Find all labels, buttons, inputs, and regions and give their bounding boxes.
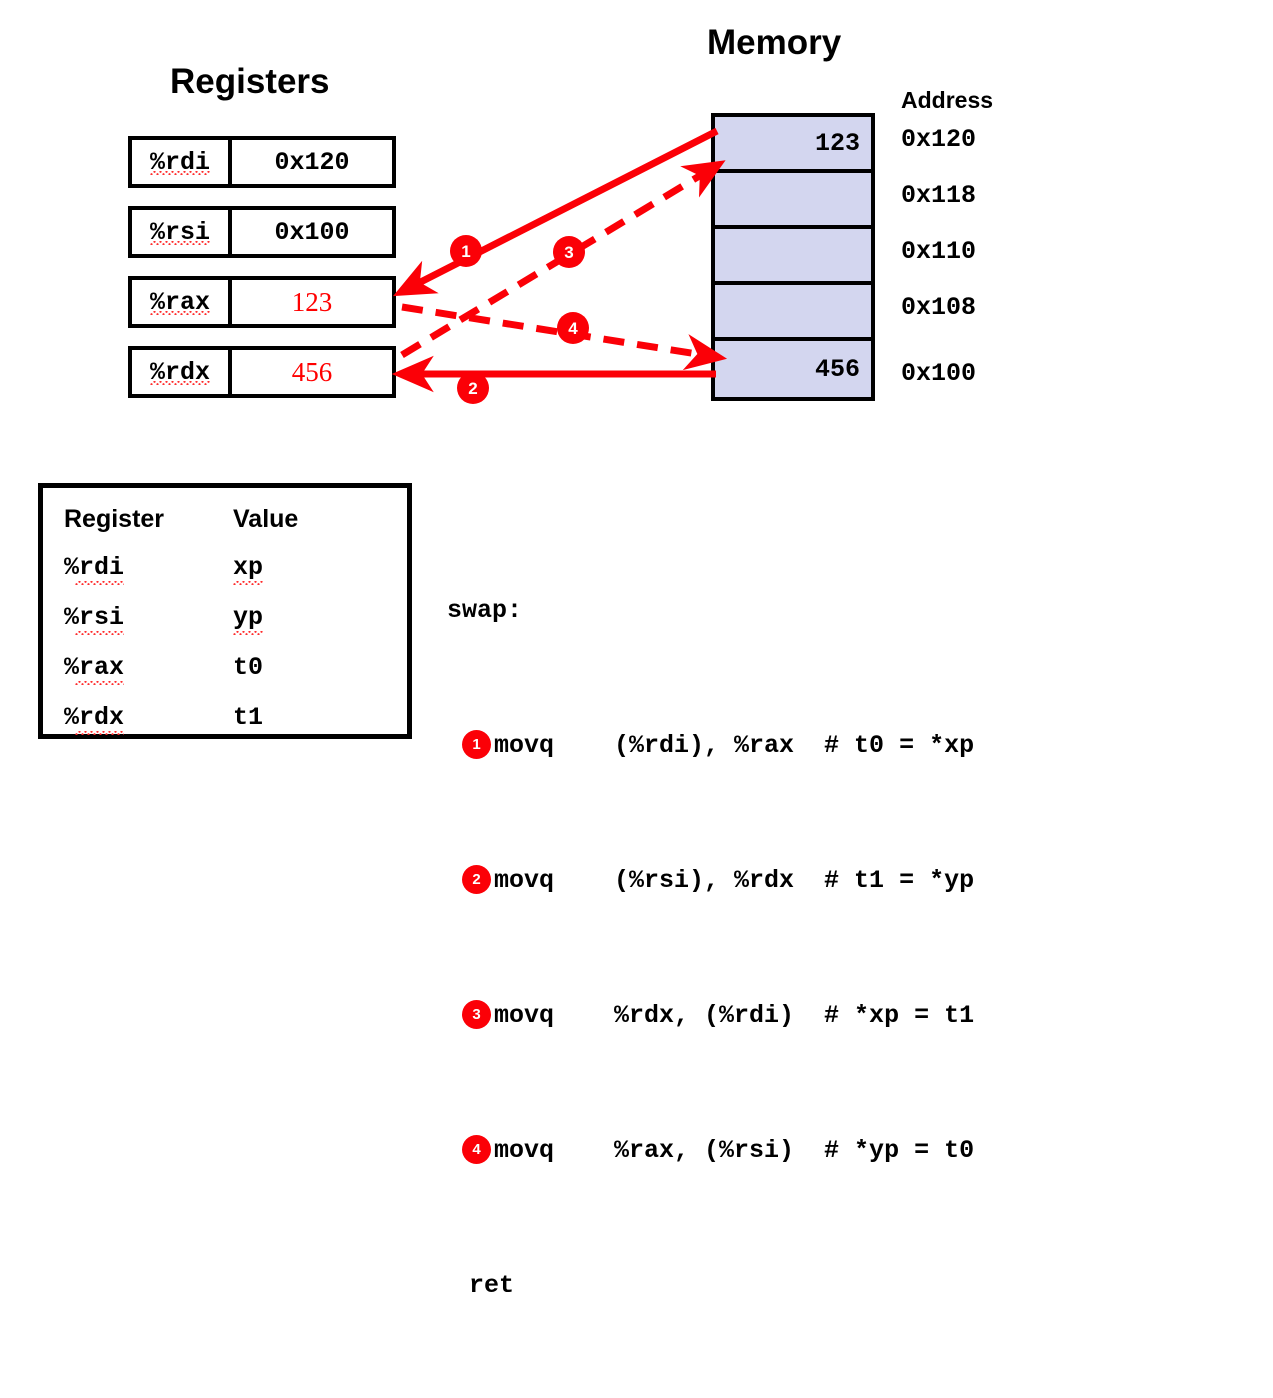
table-cell-register: %rdi [64,553,125,585]
memory-cell-0x120: 123 [715,117,871,173]
spellcheck-underline [75,580,125,585]
spellcheck-underline [75,680,125,685]
step-badge-1: 1 [450,235,482,267]
table-cell-value: t0 [233,652,264,682]
table-row: %rsi yp [43,592,407,642]
address-label-0x100: 0x100 [901,359,977,388]
code-text-ret: ret [469,1271,515,1300]
register-name-rax: %rax [132,280,232,324]
memory-cell-0x118 [715,173,871,229]
table-cell-value: xp [233,553,264,585]
spellcheck-underline [75,730,125,735]
table-header-row: Register Value [43,494,407,544]
spellcheck-underline [150,381,210,385]
table-row: %rdi xp [43,542,407,592]
code-line-4: 4 movq %rax, (%rsi) # *yp = t0 [447,1128,974,1173]
memory-cell-0x110 [715,229,871,285]
step-badge-3: 3 [553,236,585,268]
code-line-label: swap: [447,588,522,633]
code-text-3: movq %rdx, (%rdi) # *xp = t1 [494,1001,975,1030]
code-badge-4: 4 [462,1135,491,1164]
code-text-2: movq (%rsi), %rdx # t1 = *yp [494,866,975,895]
table-row: %rdx t1 [43,692,407,742]
spellcheck-underline [150,311,210,315]
spellcheck-underline [150,171,210,175]
code-text-4: movq %rax, (%rsi) # *yp = t0 [494,1136,975,1165]
table-cell-value: t1 [233,702,264,732]
address-column-header: Address [901,87,994,113]
register-value-rdi: 0x120 [274,147,350,177]
address-label-0x118: 0x118 [901,181,977,210]
page-title-memory: Memory [707,23,842,62]
register-name-rdx: %rdx [132,350,232,394]
register-row-rax: %rax 123 [128,276,396,328]
code-line-1: 1 movq (%rdi), %rax # t0 = *xp [447,723,974,768]
code-text-1: movq (%rdi), %rax # t0 = *xp [494,731,975,760]
register-row-rsi: %rsi 0x100 [128,206,396,258]
spellcheck-underline [150,241,210,245]
spellcheck-underline [233,580,264,585]
code-line-ret: ret [447,1263,514,1308]
table-cell-register: %rdx [64,703,125,735]
register-row-rdi: %rdi 0x120 [128,136,396,188]
register-row-rdx: %rdx 456 [128,346,396,398]
table-row: %rax t0 [43,642,407,692]
table-header-value: Value [233,504,299,533]
table-header-register: Register [64,504,165,533]
spellcheck-underline [233,630,264,635]
code-line-3: 3 movq %rdx, (%rdi) # *xp = t1 [447,993,974,1038]
register-value-rdx: 456 [291,356,333,387]
table-cell-register: %rax [64,653,125,685]
step-badge-4: 4 [557,312,589,344]
code-badge-3: 3 [462,1000,491,1029]
address-label-0x108: 0x108 [901,293,977,322]
table-cell-register: %rsi [64,603,125,635]
register-value-rax: 123 [291,286,333,317]
memory-cell-0x100: 456 [814,354,860,384]
step-badge-2: 2 [457,372,489,404]
memory-diagram: 123 456 [711,113,875,401]
address-label-0x110: 0x110 [901,237,977,266]
code-line-2: 2 movq (%rsi), %rdx # t1 = *yp [447,858,974,903]
memory-cell-0x108 [715,285,871,341]
register-name-rdi: %rdi [132,140,232,184]
code-badge-1: 1 [462,730,491,759]
table-cell-value: yp [233,603,264,635]
register-value-table: Register Value %rdi xp %rsi yp %rax t0 %… [38,483,412,739]
code-label-swap: swap: [447,596,523,625]
register-value-rsi: 0x100 [274,217,350,247]
page-title-registers: Registers [170,62,330,101]
assembly-code-listing: swap: 1 movq (%rdi), %rax # t0 = *xp 2 m… [447,498,974,1353]
code-badge-2: 2 [462,865,491,894]
register-name-rsi: %rsi [132,210,232,254]
address-label-0x120: 0x120 [901,125,977,154]
spellcheck-underline [75,630,125,635]
arrow-step-1 [393,127,719,297]
